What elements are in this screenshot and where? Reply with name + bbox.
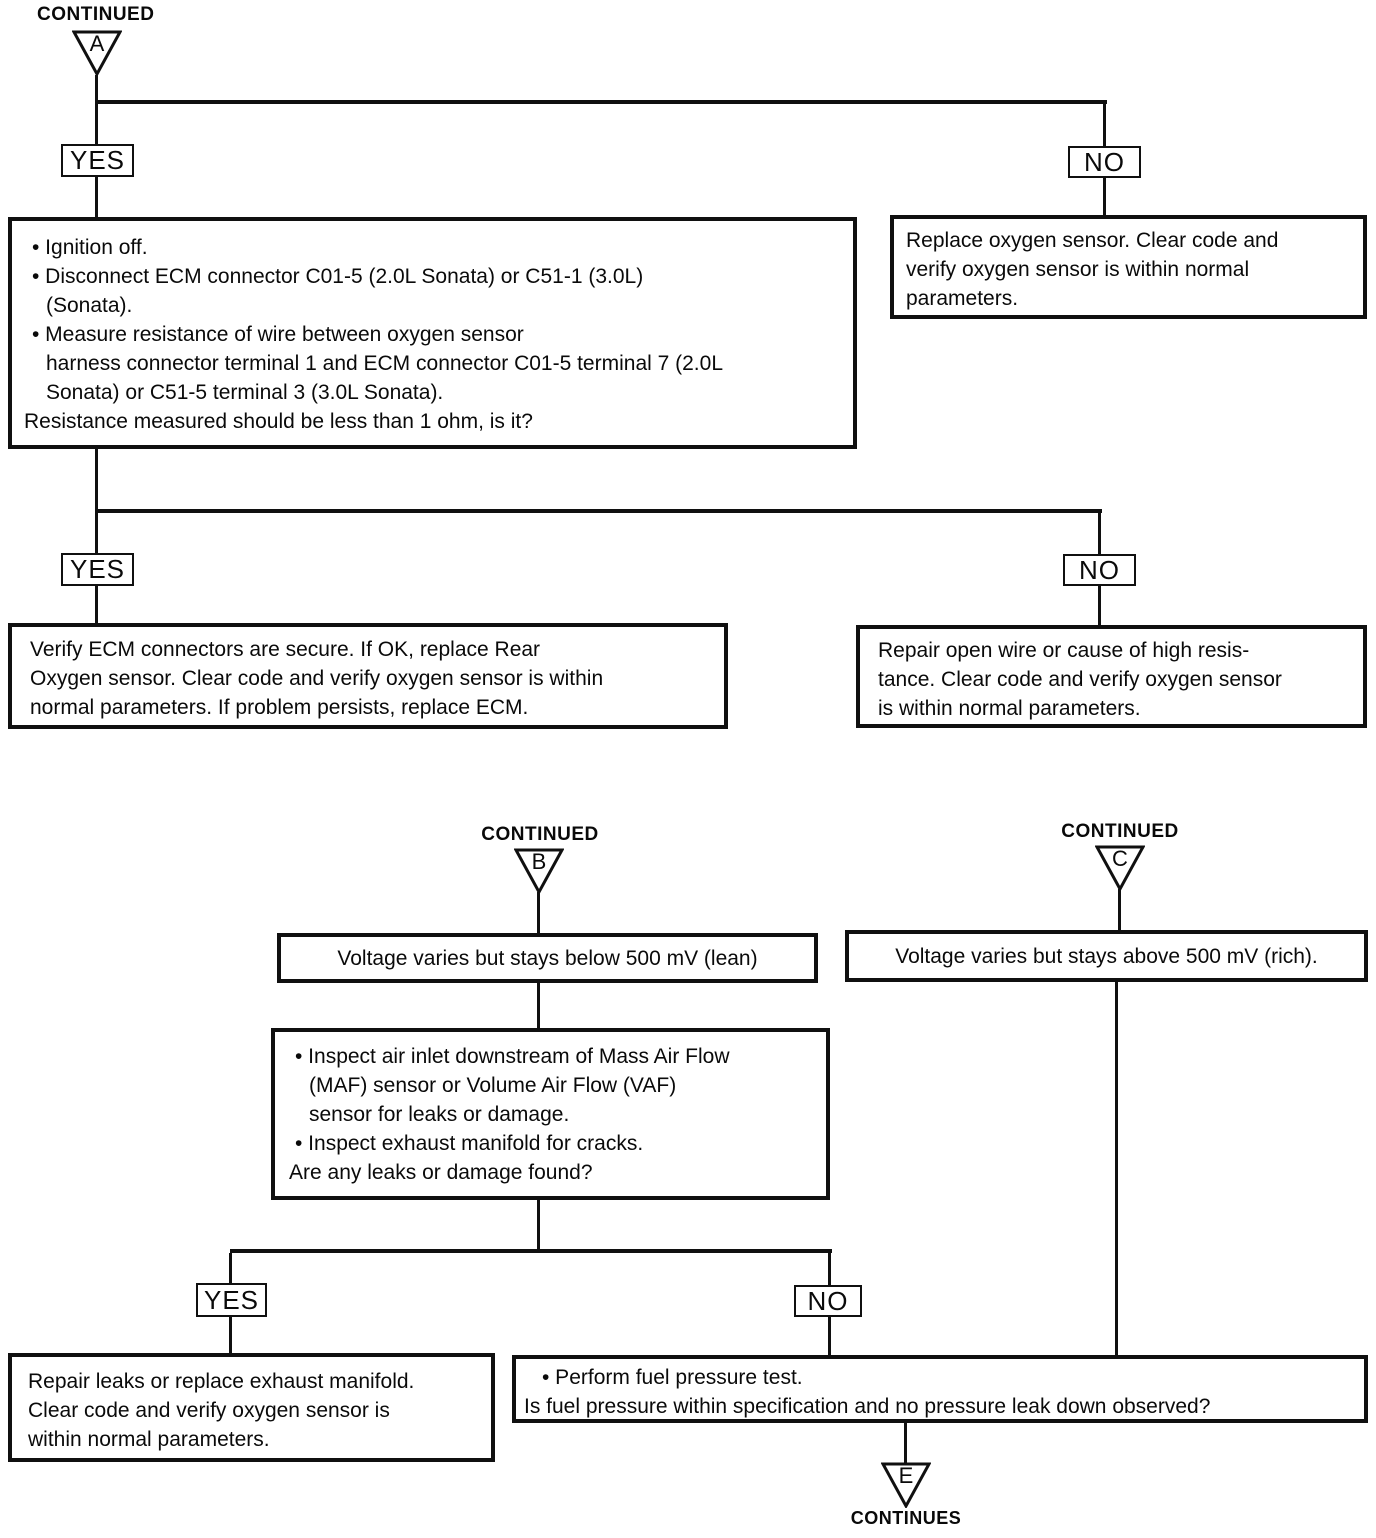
continued-label-a: CONTINUED [37,4,155,25]
connector-line [828,1316,831,1357]
connector-line [1098,513,1101,556]
connector-line [537,1200,540,1253]
connector-line [230,1249,832,1253]
yes-branch-tag-3: YES [196,1283,267,1317]
connector-line [537,983,540,1030]
connector-line [828,1253,831,1287]
connector-line [229,1316,232,1355]
resistance-check-box: • Ignition off. • Disconnect ECM connect… [8,217,857,449]
yes-branch-tag-1: YES [61,144,134,177]
box-line: within normal parameters. [28,1428,270,1451]
box-line: • Inspect air inlet downstream of Mass A… [295,1045,730,1068]
connector-line [229,1253,232,1285]
repair-leaks-box: Repair leaks or replace exhaust manifold… [8,1353,495,1462]
connector-line [904,1423,907,1465]
replace-sensor-box: Replace oxygen sensor. Clear code and ve… [890,215,1367,319]
connector-line [95,513,98,555]
connector-marker-c-icon: C [1095,845,1145,891]
box-line: Clear code and verify oxygen sensor is [28,1399,390,1422]
connector-line [95,176,98,218]
box-line: sensor for leaks or damage. [309,1103,570,1126]
box-line: is within normal parameters. [878,697,1141,720]
connector-line [95,509,1102,513]
connector-marker-a-icon: A [72,30,122,76]
box-line: verify oxygen sensor is within normal [906,258,1250,281]
box-line: • Inspect exhaust manifold for cracks. [295,1132,644,1155]
connector-line [95,449,98,513]
marker-letter-b: B [531,849,547,874]
verify-ecm-box: Verify ECM connectors are secure. If OK,… [8,623,728,729]
no-branch-tag-2: NO [1063,554,1136,586]
voltage-rich-box: Voltage varies but stays above 500 mV (r… [845,930,1368,982]
voltage-lean-box: Voltage varies but stays below 500 mV (l… [277,933,818,983]
connector-line [1098,586,1101,627]
no-branch-tag-3: NO [794,1285,862,1317]
box-line: Is fuel pressure within specification an… [524,1395,1211,1418]
repair-open-wire-box: Repair open wire or cause of high resis-… [856,625,1367,728]
connector-line [95,585,98,625]
connector-line [1103,177,1106,217]
box-line: normal parameters. If problem persists, … [30,696,529,719]
box-line: Oxygen sensor. Clear code and verify oxy… [30,667,604,690]
box-line: • Ignition off. [32,236,148,259]
continues-label-e: CONTINUES [850,1508,962,1528]
box-line: Are any leaks or damage found? [289,1161,593,1184]
box-line: parameters. [906,287,1019,310]
box-line: (MAF) sensor or Volume Air Flow (VAF) [309,1074,677,1097]
continued-label-c: CONTINUED [1061,821,1179,842]
box-line: harness connector terminal 1 and ECM con… [46,352,724,375]
box-line: tance. Clear code and verify oxygen sens… [878,668,1282,691]
box-line: Sonata) or C51-5 terminal 3 (3.0L Sonata… [46,381,444,404]
box-line: Repair leaks or replace exhaust manifold… [28,1370,415,1393]
connector-line [537,892,540,935]
marker-letter-e: E [898,1463,914,1488]
box-line: Replace oxygen sensor. Clear code and [906,229,1279,252]
marker-letter-c: C [1112,846,1128,871]
connector-line [1103,103,1106,148]
marker-letter-a: A [89,31,105,56]
inspect-air-box: • Inspect air inlet downstream of Mass A… [271,1028,830,1200]
yes-branch-tag-2: YES [61,553,134,586]
connector-line [95,100,1107,104]
box-line: (Sonata). [46,294,133,317]
connector-marker-b-icon: B [514,848,564,894]
box-line: Verify ECM connectors are secure. If OK,… [30,638,541,661]
fuel-pressure-box: • Perform fuel pressure test. Is fuel pr… [512,1355,1368,1423]
box-line: • Disconnect ECM connector C01-5 (2.0L S… [32,265,644,288]
continued-label-b: CONTINUED [481,824,599,845]
connector-line [95,75,98,103]
connector-line [1118,889,1121,932]
connector-line [1115,982,1118,1357]
box-line: • Perform fuel pressure test. [542,1366,803,1389]
connector-line [95,103,98,147]
no-branch-tag-1: NO [1068,146,1141,178]
box-line: • Measure resistance of wire between oxy… [32,323,524,346]
box-line: Resistance measured should be less than … [24,410,533,433]
connector-marker-e-icon: E [881,1462,931,1508]
box-line: Repair open wire or cause of high resis- [878,639,1250,662]
